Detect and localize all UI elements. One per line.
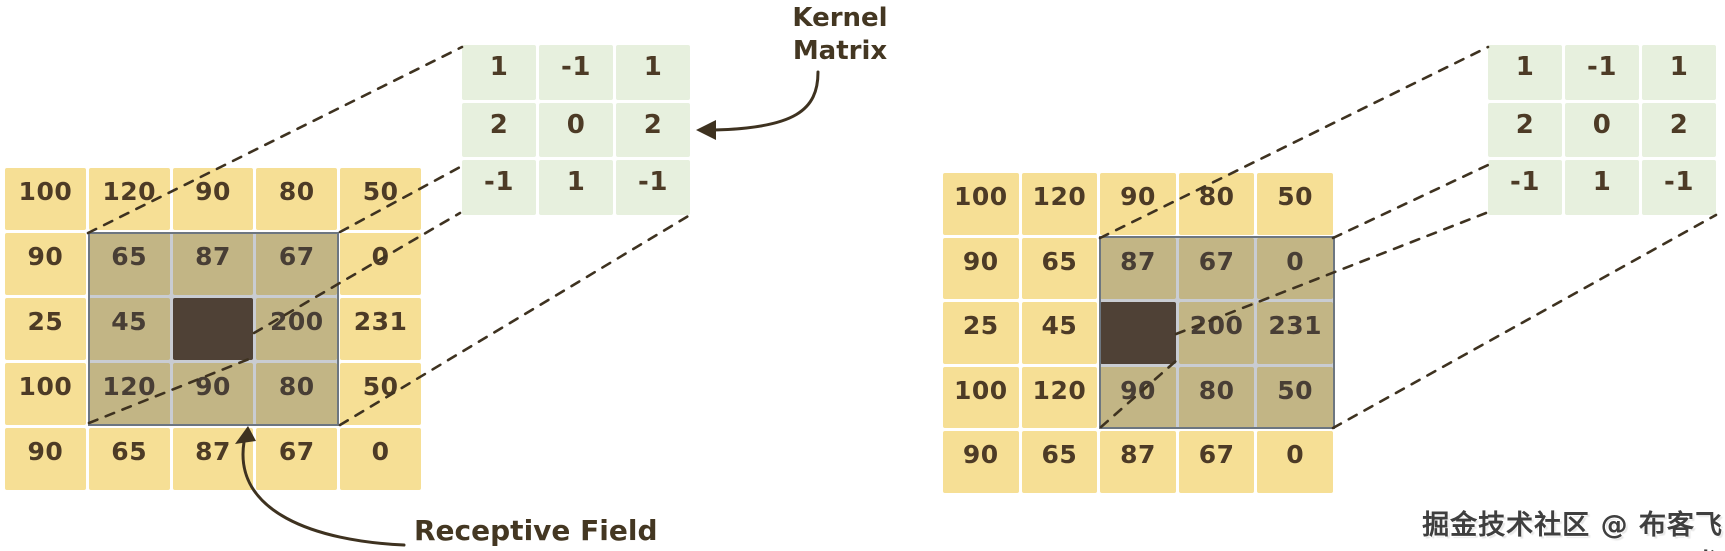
input-matrix-cell: 90 xyxy=(943,237,1019,300)
input-matrix-cell: 90 xyxy=(1100,173,1176,235)
input-matrix-cell: 87 xyxy=(1100,431,1176,493)
input-matrix-cell: 25 xyxy=(943,302,1019,364)
receptive-field-label: Receptive Field xyxy=(414,514,658,547)
watermark-text: 掘金技术社区 @ 布客飞龙 xyxy=(1422,510,1723,551)
input-matrix-cell: 65 xyxy=(1021,237,1098,300)
input-matrix-cell: 100 xyxy=(943,173,1019,235)
input-matrix-cell: 120 xyxy=(1021,366,1098,429)
kernel-matrix-cell: 2 xyxy=(1488,102,1562,158)
input-matrix-cell: 50 xyxy=(1257,173,1333,235)
input-matrix-cell: 120 xyxy=(1021,173,1098,235)
input-matrix-cell: 100 xyxy=(5,168,86,230)
input-matrix-cell: 80 xyxy=(1178,173,1255,235)
kernel-matrix-cell: -1 xyxy=(616,160,690,215)
input-matrix-cell: 65 xyxy=(88,233,170,295)
right-line-top-right xyxy=(1331,163,1490,240)
input-matrix-cell: 50 xyxy=(1257,366,1333,429)
left-receptive-field-overlay xyxy=(88,232,339,426)
kernel-matrix-cell: -1 xyxy=(539,45,613,100)
input-matrix-cell: 0 xyxy=(340,428,421,490)
kernel-matrix-cell: -1 xyxy=(1642,160,1716,215)
input-matrix-cell: 67 xyxy=(1178,431,1255,493)
right-receptive-field-overlay xyxy=(1099,236,1335,429)
dark-center-cell xyxy=(1100,302,1176,364)
input-matrix-cell: 50 xyxy=(340,363,421,425)
kernel-matrix-cell: 1 xyxy=(1488,45,1562,100)
input-matrix-cell: 65 xyxy=(1021,431,1098,493)
kernel-matrix-cell: 0 xyxy=(539,102,613,158)
kernel-matrix-cell: 0 xyxy=(1565,102,1639,158)
kernel-matrix-label-line2: Matrix xyxy=(792,35,888,66)
input-matrix-cell: 87 xyxy=(1100,237,1176,300)
kernel-matrix-label: Kernel Matrix xyxy=(760,2,920,67)
input-matrix-cell: 50 xyxy=(340,168,421,230)
input-matrix-cell: 90 xyxy=(943,431,1019,493)
input-matrix-cell: 87 xyxy=(172,428,254,490)
input-matrix-cell: 45 xyxy=(88,298,170,360)
input-matrix-cell: 45 xyxy=(1021,302,1098,364)
input-matrix-cell: 120 xyxy=(88,168,170,230)
input-matrix-cell: 25 xyxy=(5,298,86,360)
input-matrix-cell: 65 xyxy=(88,428,170,490)
kernel-matrix-cell: -1 xyxy=(462,160,536,215)
right-line-bottom-right xyxy=(1331,213,1718,430)
input-matrix-cell: 0 xyxy=(340,233,421,295)
input-matrix-cell: 100 xyxy=(5,363,86,425)
input-matrix-cell: 80 xyxy=(256,168,338,230)
kernel-matrix-cell: 2 xyxy=(616,102,690,158)
kernel-matrix-cell: 1 xyxy=(462,45,536,100)
input-matrix-cell: 90 xyxy=(5,233,86,295)
input-matrix-cell: 87 xyxy=(172,233,254,295)
kernel-matrix-cell: 2 xyxy=(462,102,536,158)
kernel-matrix-cell: 2 xyxy=(1642,102,1716,158)
input-matrix-cell: 100 xyxy=(943,366,1019,429)
input-matrix-cell: 67 xyxy=(256,428,338,490)
kernel-matrix-cell: 1 xyxy=(1565,160,1639,215)
input-matrix-cell: 90 xyxy=(172,168,254,230)
kernel-matrix-cell: -1 xyxy=(1565,45,1639,100)
input-matrix-cell: 231 xyxy=(340,298,421,360)
kernel-matrix-cell: 1 xyxy=(616,45,690,100)
input-matrix-cell: 90 xyxy=(5,428,86,490)
kernel-matrix-cell: -1 xyxy=(1488,160,1562,215)
kernel-matrix-arrow xyxy=(696,70,820,140)
input-matrix-cell: 80 xyxy=(256,363,338,425)
dark-center-cell xyxy=(172,298,254,360)
input-matrix-cell: 80 xyxy=(1178,366,1255,429)
kernel-matrix-cell: 1 xyxy=(539,160,613,215)
kernel-matrix-cell: 1 xyxy=(1642,45,1716,100)
kernel-matrix-label-line1: Kernel xyxy=(792,3,888,33)
input-matrix-cell: 0 xyxy=(1257,431,1333,493)
